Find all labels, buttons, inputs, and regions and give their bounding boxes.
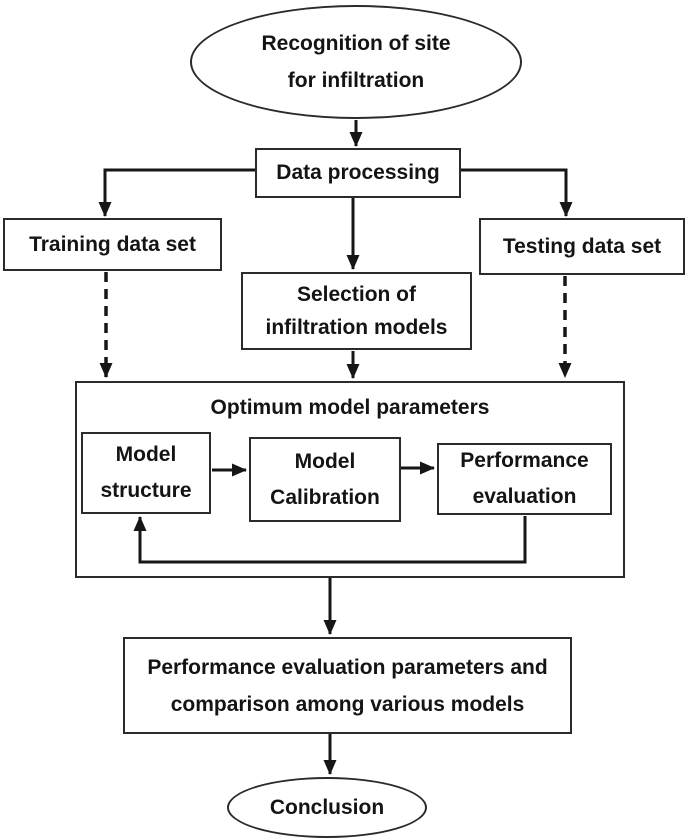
node-start-label-line2: for infiltration: [287, 69, 425, 92]
node-results-comparison: Performance evaluation parameters and co…: [123, 637, 572, 734]
node-conclusion-label: Conclusion: [269, 795, 385, 819]
arrow-data-processing-to-training-set: [98, 168, 255, 217]
node-conclusion-terminator: Conclusion: [227, 777, 427, 838]
node-testing-data-set: Testing data set: [479, 218, 685, 275]
node-start-terminator: Recognition of site for infiltration: [190, 5, 522, 119]
node-results-comparison-label-line1: Performance evaluation parameters and: [147, 655, 548, 679]
node-model-structure-label-line1: Model: [115, 443, 177, 466]
node-model-selection: Selection of infiltration models: [241, 272, 472, 350]
node-model-structure: Model structure: [81, 432, 211, 514]
arrow-data-processing-to-testing-set: [461, 168, 573, 217]
node-model-calibration: Model Calibration: [249, 437, 401, 522]
node-performance-evaluation-label-line2: evaluation: [472, 485, 577, 508]
node-model-calibration-label-line1: Model: [294, 449, 356, 473]
node-performance-evaluation: Performance evaluation: [437, 443, 612, 515]
node-training-data-set-label: Training data set: [29, 232, 196, 256]
node-model-structure-label-line2: structure: [100, 479, 192, 502]
node-model-calibration-label-line2: Calibration: [270, 485, 380, 509]
node-results-comparison-label-line2: comparison among various models: [170, 692, 525, 716]
node-data-processing: Data processing: [255, 148, 461, 198]
node-data-processing-label: Data processing: [276, 161, 440, 184]
node-training-data-set: Training data set: [3, 218, 222, 271]
node-testing-data-set-label: Testing data set: [502, 234, 662, 258]
group-optimum-model-parameters: Optimum model parameters: [75, 381, 625, 578]
node-model-selection-label-line1: Selection of: [296, 283, 417, 306]
node-performance-evaluation-label-line1: Performance: [460, 449, 589, 472]
node-model-selection-label-line2: infiltration models: [265, 316, 448, 339]
group-optimum-title: Optimum model parameters: [210, 396, 490, 419]
node-start-label-line1: Recognition of site: [261, 32, 451, 55]
